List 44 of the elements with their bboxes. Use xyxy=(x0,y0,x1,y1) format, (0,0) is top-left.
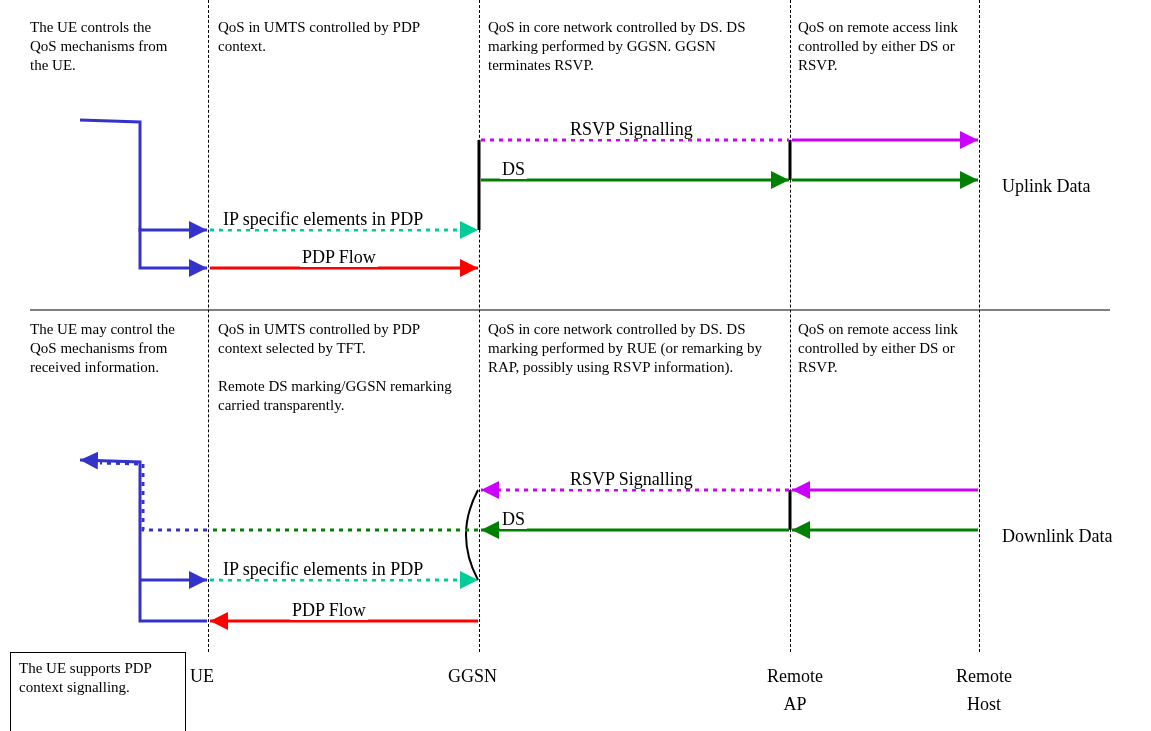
lifeline xyxy=(979,0,980,652)
lifeline-label: UE xyxy=(190,665,215,688)
lifeline xyxy=(479,0,480,652)
flow-label: Downlink Data xyxy=(1002,525,1114,548)
column-note: Remote DS marking/GGSN remarking carried transparently. xyxy=(218,377,453,415)
edge-label: PDP Flow xyxy=(300,247,378,267)
lifeline-label: Remote AP xyxy=(766,665,824,716)
arrow xyxy=(481,481,789,499)
arrow xyxy=(210,571,478,589)
lifeline-label: GGSN xyxy=(448,665,498,688)
edge-label: RSVP Signalling xyxy=(568,119,695,139)
column-note: The UE may control the QoS mechanisms from received information. xyxy=(30,320,176,377)
edge-label: DS xyxy=(500,159,527,179)
arrow xyxy=(79,451,207,623)
edge-label: PDP Flow xyxy=(290,600,368,620)
lifeline-label: Remote Host xyxy=(955,665,1013,716)
arrow xyxy=(481,521,789,539)
edge-label: DS xyxy=(500,509,527,529)
arrow xyxy=(792,171,978,189)
column-note: QoS in UMTS controlled by PDP context. xyxy=(218,18,421,56)
column-note: QoS on remote access link controlled by either DS or RSVP. xyxy=(798,18,959,75)
column-note: QoS in core network controlled by DS. DS marking performed by GGSN. GGSN terminates RSVP. xyxy=(488,18,747,75)
column-note: QoS on remote access link controlled by either DS or RSVP. xyxy=(798,320,959,377)
arrow xyxy=(792,131,978,149)
arrow xyxy=(210,259,478,277)
flow-label: Uplink Data xyxy=(1002,175,1092,198)
edge-label: IP specific elements in PDP xyxy=(221,559,426,579)
lifeline xyxy=(790,0,791,652)
arrow xyxy=(792,481,978,499)
note-box xyxy=(10,652,186,731)
column-note: The UE controls the QoS mechanisms from the UE. xyxy=(30,18,169,75)
arrow xyxy=(138,228,207,277)
arrow xyxy=(140,571,207,589)
arrow xyxy=(210,612,478,630)
lifeline xyxy=(208,0,209,652)
arrow xyxy=(79,118,207,239)
edge-label: RSVP Signalling xyxy=(568,469,695,489)
note-text: The UE supports PDP context signalling. xyxy=(19,659,153,697)
column-note: QoS in UMTS controlled by PDP context selected by TFT. xyxy=(218,320,421,358)
arrow xyxy=(210,221,478,239)
arrow xyxy=(792,521,978,539)
arrow xyxy=(481,171,789,189)
column-note: QoS in core network controlled by DS. DS marking performed by RUE (or remarking by RAP, possibly using RSVP information). xyxy=(488,320,764,377)
edge-label: IP specific elements in PDP xyxy=(221,209,426,229)
